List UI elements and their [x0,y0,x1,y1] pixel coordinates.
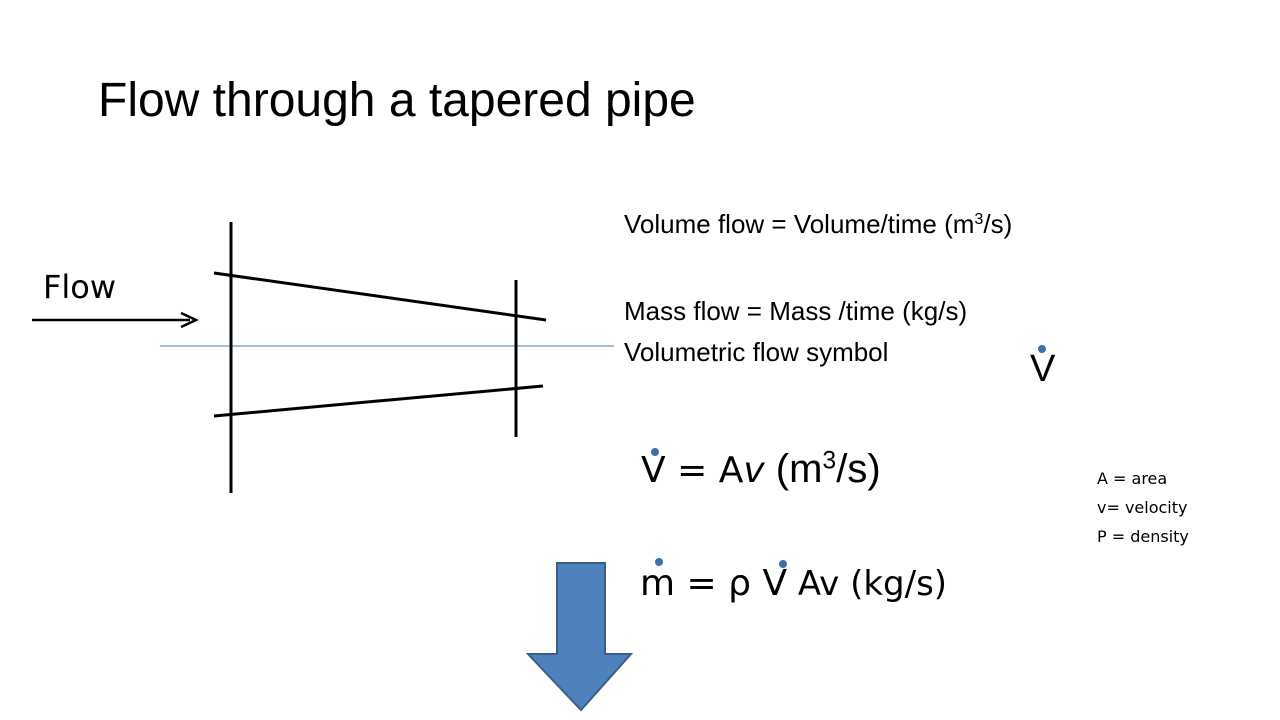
eq2-v-dot [779,560,787,568]
eq1-unit: (m3/s) [765,447,881,491]
eq2-m-dot [655,558,663,566]
pipe-bottom-wall [213,384,544,418]
legend-area: A = area [1097,469,1168,488]
slide-title: Flow through a tapered pipe [98,74,696,127]
pipe-top-wall [213,271,547,322]
flow-arrow-head [180,311,199,329]
flow-label: Flow [43,268,117,306]
eq2-equals-rho: = ρ [675,563,763,604]
mass-flow-definition: Mass flow = Mass /time (kg/s) [624,296,968,326]
eq1-dot [651,448,659,456]
eq1-unit-exponent: 3 [822,447,837,475]
mass-flow-equation: m = ρ V Av (kg/s) [640,566,947,602]
eq1-unit-suffix: /s) [836,447,881,491]
eq1-equals: = A [665,450,744,491]
volume-flow-unit: /s) [983,209,1013,239]
volumetric-symbol-label: Volumetric flow symbol [624,337,889,367]
volume-flow-text: Volume flow = Volume/time (m [624,209,975,239]
eq2-rhs: Av (kg/s) [787,564,948,604]
down-arrow-shape [525,562,634,712]
volume-flow-exponent: 3 [974,210,984,229]
eq2-lhs: m [640,563,676,604]
eq1-velocity: v [743,450,765,491]
volume-flow-definition: Volume flow = Volume/time (m3/s) [624,211,1012,237]
volumetric-flow-symbol: V [1030,348,1056,390]
legend-velocity: v= velocity [1097,498,1188,517]
eq1-unit-prefix: (m [764,447,823,491]
legend-density: P = density [1097,527,1189,546]
symbol-dot [1038,345,1046,353]
eq1-lhs: V [641,450,666,491]
volumetric-flow-equation: V = Av (m3/s) [641,447,881,491]
eq2-vdot: V [762,563,788,604]
